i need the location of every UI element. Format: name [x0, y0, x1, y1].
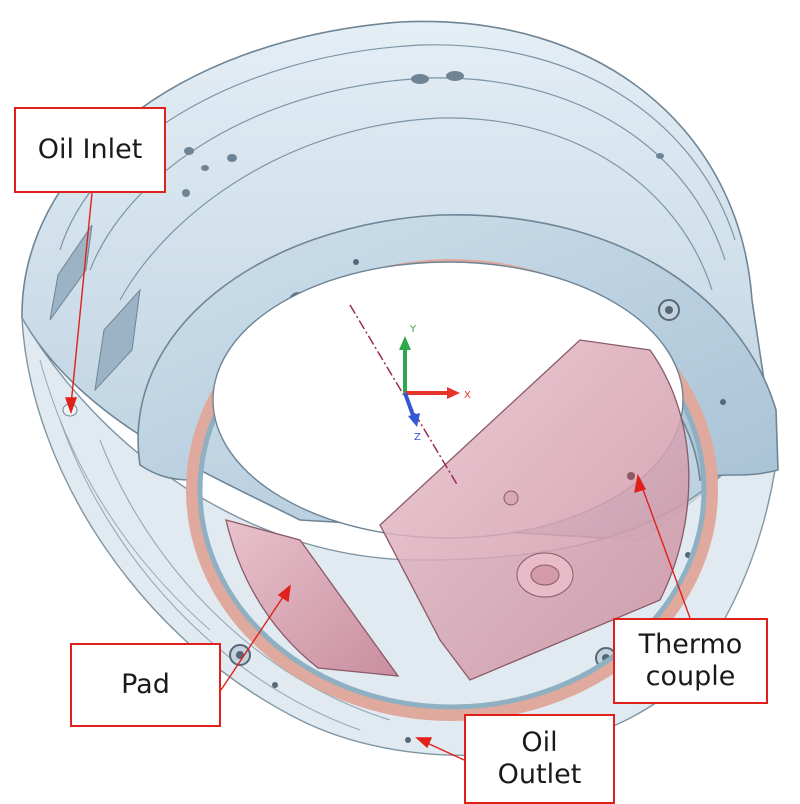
- leader-oil-inlet: [70, 192, 93, 406]
- leader-arrow-oil-outlet: [415, 737, 433, 749]
- pad-right: [379, 339, 690, 681]
- leader-thermocouple: [640, 483, 691, 619]
- axis-x-label: X: [464, 390, 471, 401]
- callout-thermocouple: Thermo couple: [613, 618, 768, 704]
- callout-pad: Pad: [70, 643, 221, 727]
- callout-thermocouple-line1: Thermo: [638, 629, 743, 661]
- leader-arrow-oil-inlet: [65, 397, 77, 415]
- axis-triad: Y X Z: [349, 304, 471, 487]
- thermocouple-point: [627, 472, 635, 480]
- leader-arrow-thermocouple: [634, 473, 647, 494]
- callout-oil-inlet: Oil Inlet: [14, 107, 166, 193]
- leader-arrow-pad: [277, 584, 291, 603]
- callout-oil-outlet-line1: Oil: [521, 727, 558, 759]
- axis-y-label: Y: [409, 324, 417, 335]
- callout-oil-outlet: Oil Outlet: [464, 714, 615, 804]
- callout-thermocouple-line2: couple: [645, 661, 736, 692]
- leader-oil-outlet: [424, 741, 465, 761]
- callout-oil-inlet-text: Oil Inlet: [37, 134, 143, 166]
- leader-pad: [220, 593, 286, 691]
- callout-oil-outlet-line2: Outlet: [497, 759, 582, 790]
- axis-z-label: Z: [414, 432, 421, 443]
- callout-pad-text: Pad: [121, 669, 170, 701]
- callout-leaders: [65, 192, 691, 761]
